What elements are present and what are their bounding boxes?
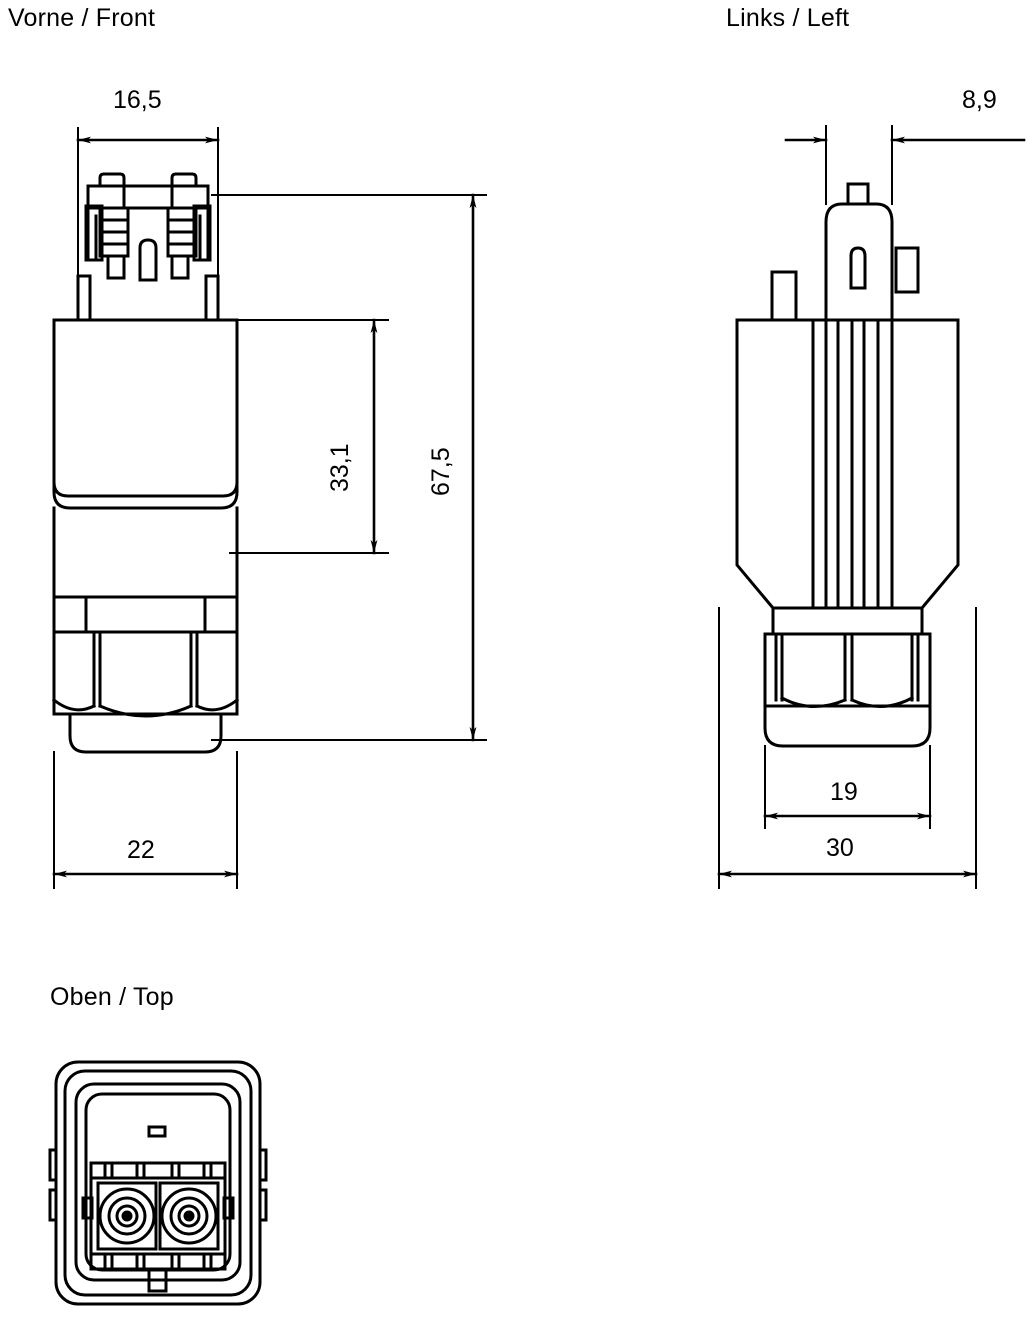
top-side-notches [48,1148,268,1222]
left-housing-body [735,318,960,611]
view-title-left: Links / Left [726,4,850,32]
left-dimension-lines [717,125,1026,889]
front-gland-nut [51,595,240,754]
top-port-right [158,1181,220,1251]
top-duplex-adapter [81,1161,235,1293]
top-view-geometry [48,1060,268,1306]
top-centre-key [147,1125,167,1138]
top-outline-3 [74,1082,242,1282]
top-port-left [96,1181,158,1251]
view-title-front: Vorne / Front [8,4,156,32]
view-title-top: Oben / Top [50,983,174,1011]
left-connector-head [770,182,920,322]
front-housing-body [52,318,239,599]
front-dimension-lines [52,127,487,889]
left-view-geometry [717,125,1026,889]
front-connector-head [76,172,220,322]
front-latch-tab-left [98,172,126,186]
top-outline-2 [63,1069,253,1297]
dimension-label-16-5: 16,5 [113,86,162,114]
dimension-label-8-9: 8,9 [962,86,997,114]
front-view-geometry [51,127,487,889]
dimension-label-22: 22 [127,836,155,864]
dimension-label-19: 19 [830,778,858,806]
left-gland-nut [763,606,932,748]
top-outline-1 [54,1060,262,1306]
dimension-label-30: 30 [826,834,854,862]
